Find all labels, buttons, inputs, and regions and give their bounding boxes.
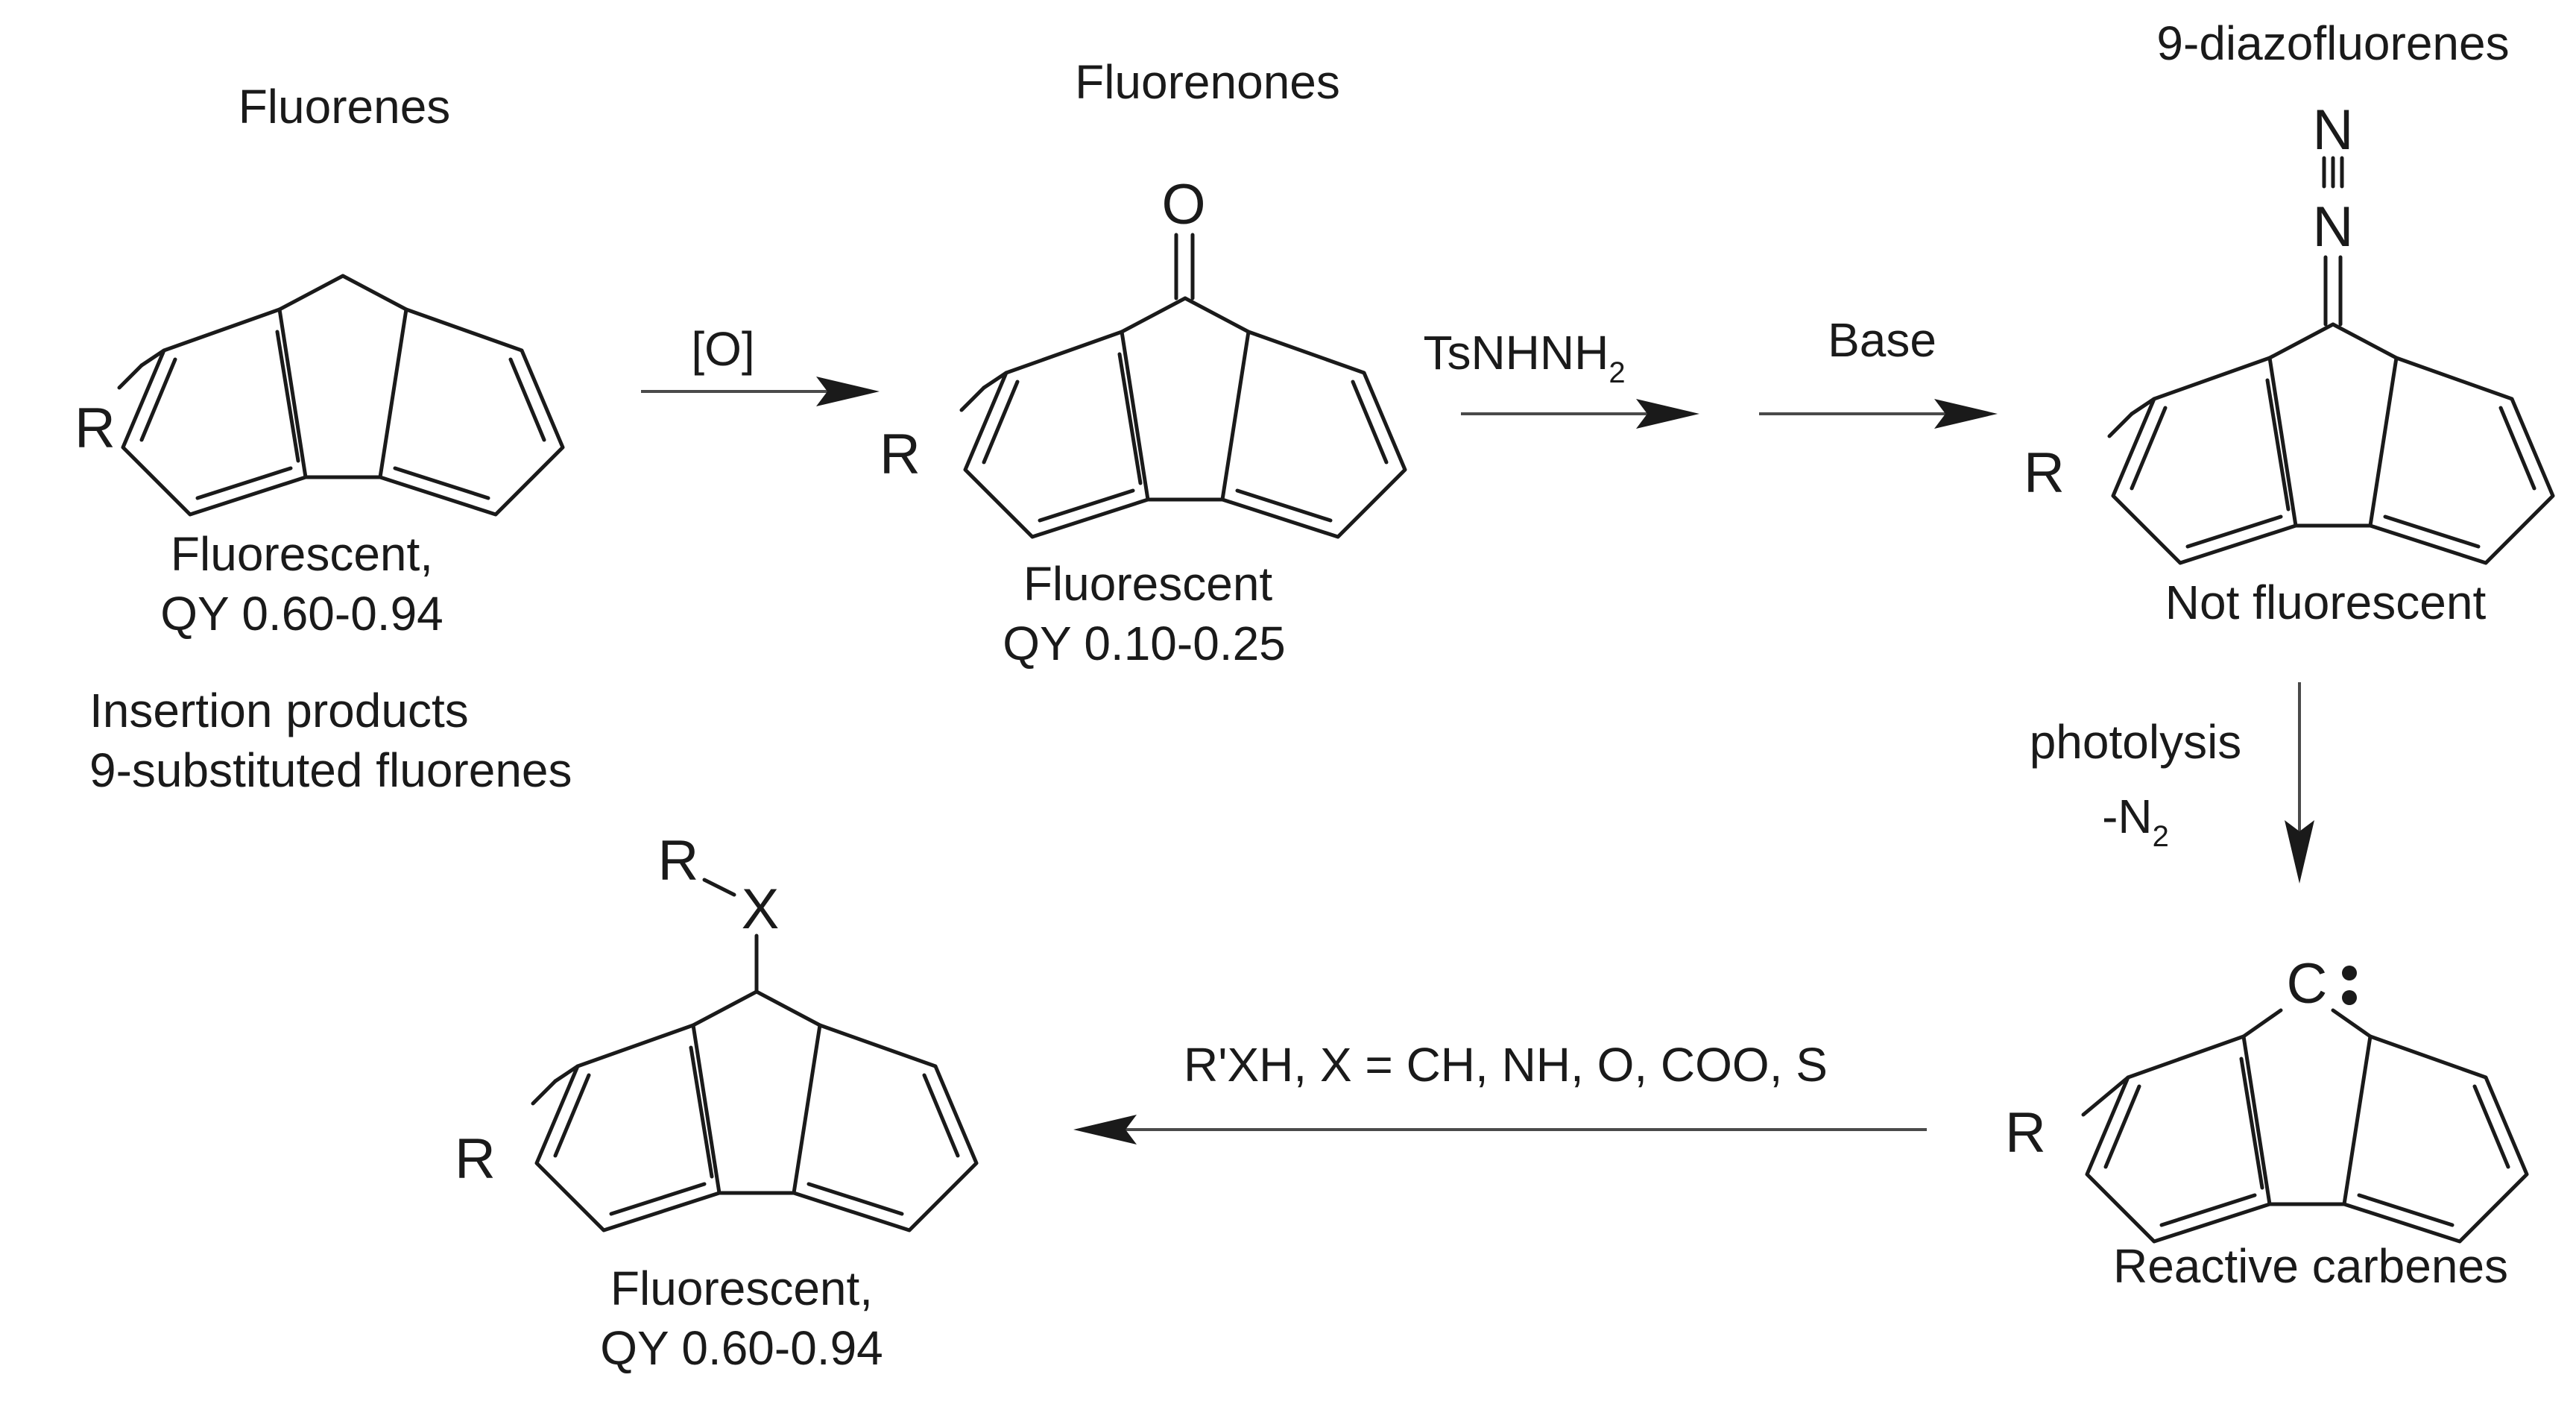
- fluorenone-oxygen-atom: O: [1161, 173, 1205, 236]
- base-reagent: Base: [1828, 313, 1936, 367]
- fluorenone-caption-line1: Fluorescent: [1023, 557, 1273, 611]
- insertion-product-structure: [533, 992, 976, 1230]
- fluorenone-caption-line2: QY 0.10-0.25: [1003, 617, 1286, 670]
- insertion-caption-line1: Fluorescent,: [610, 1262, 873, 1315]
- diazofluorene-r-label: R: [2024, 441, 2065, 505]
- diazo-n-bottom: N: [2313, 195, 2354, 259]
- insertion-arrow: R'XH, X = CH, NH, O, COO, S: [1073, 1038, 1927, 1145]
- diazofluorene-caption: Not fluorescent: [2165, 576, 2487, 629]
- insertion-title-line1: Insertion products: [89, 684, 469, 737]
- diazofluorene-molecule: 9-diazofluorenes N N R Not fluorescent: [2024, 16, 2553, 629]
- fluorene-molecule: Fluorenes R Fluorescent, QY 0.60-0.94: [75, 80, 563, 640]
- fluorene-caption-line2: QY 0.60-0.94: [160, 587, 443, 640]
- fluorene-title: Fluorenes: [239, 80, 451, 133]
- carbene-caption: Reactive carbenes: [2113, 1239, 2508, 1293]
- insertion-group-r: R: [658, 829, 699, 892]
- carbene-molecule: C R Reactive carbenes: [2005, 952, 2529, 1293]
- fluorenone-molecule: Fluorenones O R Fluorescent QY 0.10-0.25: [880, 55, 1405, 670]
- photolysis-arrow: photolysis -N2: [2030, 682, 2314, 884]
- oxidation-reagent: [O]: [691, 322, 754, 376]
- carbene-c-atom: C: [2287, 952, 2328, 1016]
- insertion-caption-line2: QY 0.60-0.94: [600, 1321, 883, 1375]
- photolysis-label: photolysis: [2030, 715, 2242, 769]
- base-arrow: Base: [1759, 313, 1998, 429]
- carbene-r-label: R: [2005, 1101, 2046, 1165]
- oxidation-arrow: [O]: [641, 322, 880, 406]
- diazofluorene-structure: [2109, 324, 2553, 563]
- hydrazone-reagent: TsNHNH2: [1423, 326, 1625, 389]
- fluorene-structure: [119, 276, 563, 514]
- insertion-product-molecule: Insertion products 9-substituted fluoren…: [89, 684, 976, 1375]
- diazo-n-top: N: [2313, 98, 2354, 162]
- insertion-reagent: R'XH, X = CH, NH, O, COO, S: [1184, 1038, 1828, 1092]
- diazofluorene-title: 9-diazofluorenes: [2156, 16, 2509, 70]
- fluorenone-structure: [962, 298, 1405, 537]
- fluorenone-r-label: R: [880, 423, 921, 486]
- insertion-product-r-label: R: [455, 1127, 496, 1191]
- insertion-group-x: X: [742, 878, 780, 941]
- carbene-lone-pair-dot-bottom: [2342, 990, 2357, 1005]
- insertion-title-line2: 9-substituted fluorenes: [89, 743, 572, 797]
- fluorene-caption-line1: Fluorescent,: [171, 527, 433, 581]
- photolysis-n2-label: -N2: [2102, 790, 2169, 853]
- hydrazone-arrow: TsNHNH2: [1423, 326, 1699, 429]
- carbene-structure: [2081, 1008, 2529, 1244]
- fluorenone-title: Fluorenones: [1075, 55, 1340, 109]
- fluorene-r-label: R: [75, 397, 116, 460]
- carbene-lone-pair-dot-top: [2342, 966, 2357, 980]
